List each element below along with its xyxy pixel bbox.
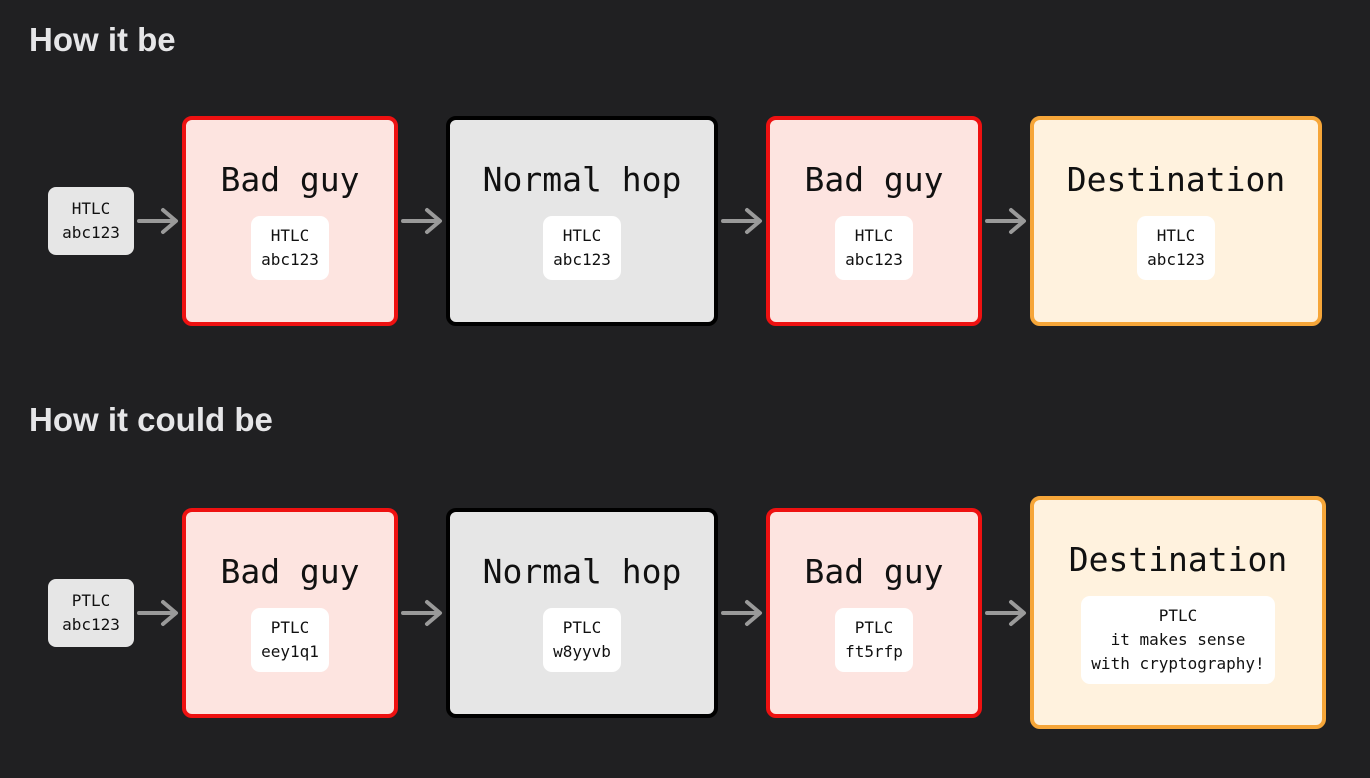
hop-title: Bad guy: [220, 160, 360, 199]
hop-normal-hop: Normal hop PTLC w8yyvb: [446, 508, 718, 718]
payment-box: PTLC eey1q1: [251, 608, 329, 672]
payment-note: with cryptography!: [1091, 654, 1265, 673]
payment-value: eey1q1: [261, 642, 319, 661]
hop-bad-guy-2: Bad guy PTLC ft5rfp: [766, 508, 982, 718]
start-payment-chip: PTLC abc123: [48, 579, 134, 647]
hop-bad-guy-1: Bad guy PTLC eey1q1: [182, 508, 398, 718]
payment-box: HTLC abc123: [1137, 216, 1215, 280]
payment-value: abc123: [1147, 250, 1205, 269]
arrow-right-icon: [137, 206, 181, 236]
hop-normal-hop: Normal hop HTLC abc123: [446, 116, 718, 326]
hop-title: Destination: [1066, 160, 1286, 199]
payment-box: PTLC w8yyvb: [543, 608, 621, 672]
start-payment-chip: HTLC abc123: [48, 187, 134, 255]
hop-title: Bad guy: [804, 160, 944, 199]
hop-bad-guy-1: Bad guy HTLC abc123: [182, 116, 398, 326]
payment-kind: PTLC: [854, 618, 894, 637]
payment-box: HTLC abc123: [835, 216, 913, 280]
route-row-htlc: HTLC abc123 Bad guy HTLC abc123 Normal h…: [0, 116, 1370, 326]
chip-kind: HTLC: [71, 199, 111, 218]
payment-kind: HTLC: [562, 226, 602, 245]
arrow-right-icon: [985, 598, 1029, 628]
chip-value: abc123: [62, 615, 120, 634]
arrow-right-icon: [985, 206, 1029, 236]
arrow-right-icon: [721, 206, 765, 236]
arrow-right-icon: [401, 206, 445, 236]
hop-destination: Destination HTLC abc123: [1030, 116, 1322, 326]
payment-box: HTLC abc123: [251, 216, 329, 280]
chip-value: abc123: [62, 223, 120, 242]
section-title-how-it-be: How it be: [29, 21, 176, 58]
hop-destination: Destination PTLC it makes sense with cry…: [1030, 496, 1326, 729]
arrow-right-icon: [721, 598, 765, 628]
route-row-ptlc: PTLC abc123 Bad guy PTLC eey1q1 Normal h…: [0, 496, 1370, 729]
payment-value: w8yyvb: [553, 642, 611, 661]
hop-title: Bad guy: [220, 552, 360, 591]
arrow-right-icon: [401, 598, 445, 628]
payment-value: abc123: [261, 250, 319, 269]
payment-value: it makes sense: [1110, 630, 1246, 649]
payment-box: PTLC ft5rfp: [835, 608, 913, 672]
payment-box: PTLC it makes sense with cryptography!: [1081, 596, 1275, 684]
arrow-right-icon: [137, 598, 181, 628]
chip-kind: PTLC: [71, 591, 111, 610]
hop-title: Destination: [1068, 540, 1288, 579]
payment-box: HTLC abc123: [543, 216, 621, 280]
hop-title: Normal hop: [482, 160, 682, 199]
payment-kind: HTLC: [270, 226, 310, 245]
payment-kind: HTLC: [1156, 226, 1196, 245]
payment-value: abc123: [553, 250, 611, 269]
payment-value: ft5rfp: [845, 642, 903, 661]
hop-title: Bad guy: [804, 552, 944, 591]
payment-kind: PTLC: [562, 618, 602, 637]
hop-title: Normal hop: [482, 552, 682, 591]
hop-bad-guy-2: Bad guy HTLC abc123: [766, 116, 982, 326]
payment-kind: PTLC: [1158, 606, 1198, 625]
payment-kind: HTLC: [854, 226, 894, 245]
payment-kind: PTLC: [270, 618, 310, 637]
section-title-how-it-could-be: How it could be: [29, 401, 273, 438]
payment-value: abc123: [845, 250, 903, 269]
